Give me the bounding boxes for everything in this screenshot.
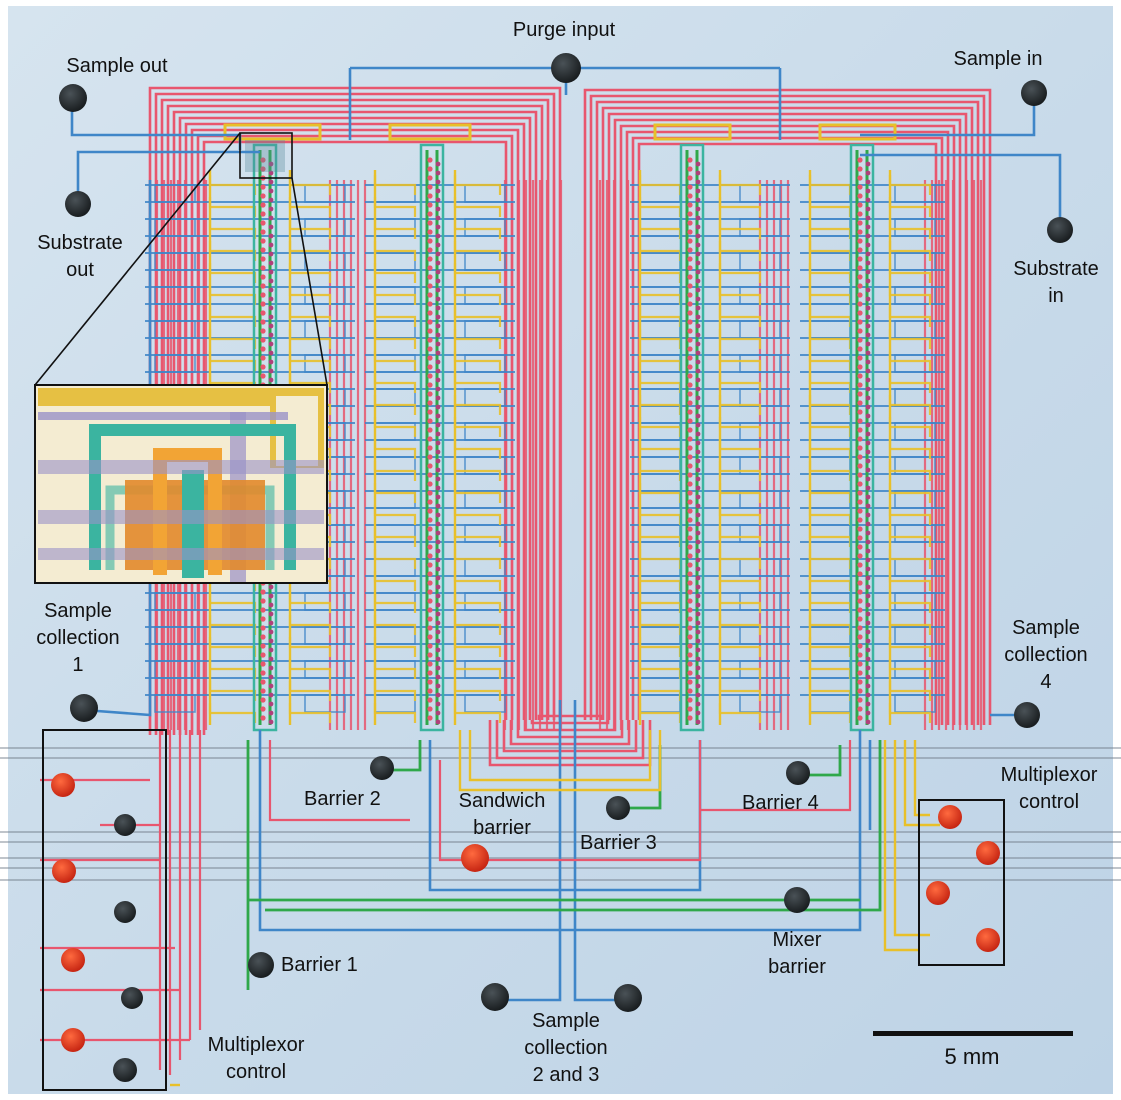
label-sandwich-barrier: Sandwich barrier [458,790,546,839]
red-control-channels [40,730,852,1075]
label-barrier-2: Barrier 2 [304,788,381,810]
label-barrier-3: Barrier 3 [580,832,657,854]
label-sample-collection-4: Sample collection 4 [1004,617,1088,693]
green-channels [246,740,882,990]
scale-bar [873,1031,1073,1036]
label-substrate-in: Substrate in [1013,258,1099,307]
label-purge-input: Purge input [512,19,616,41]
label-scale-bar: 5 mm [944,1044,1000,1069]
ports [51,53,1073,1082]
label-multiplexor-control-left: Multiplexor control [207,1034,305,1083]
zoom-inset [34,384,328,584]
multiplexor-frames [42,729,1005,1091]
label-substrate-out: Substrate out [37,232,123,281]
label-sample-out: Sample out [66,55,168,77]
label-sample-in: Sample in [953,48,1043,70]
label-barrier-1: Barrier 1 [281,954,358,976]
label-barrier-4: Barrier 4 [742,792,819,814]
label-sample-collection-2-and-3: Sample collection 2 and 3 [524,1010,608,1086]
zoom-callout-lines [34,132,328,386]
label-multiplexor-control-right: Multiplexor control [1000,764,1098,813]
label-sample-collection-1: Sample collection 1 [36,600,120,676]
label-mixer-barrier: Mixer barrier [768,929,826,978]
